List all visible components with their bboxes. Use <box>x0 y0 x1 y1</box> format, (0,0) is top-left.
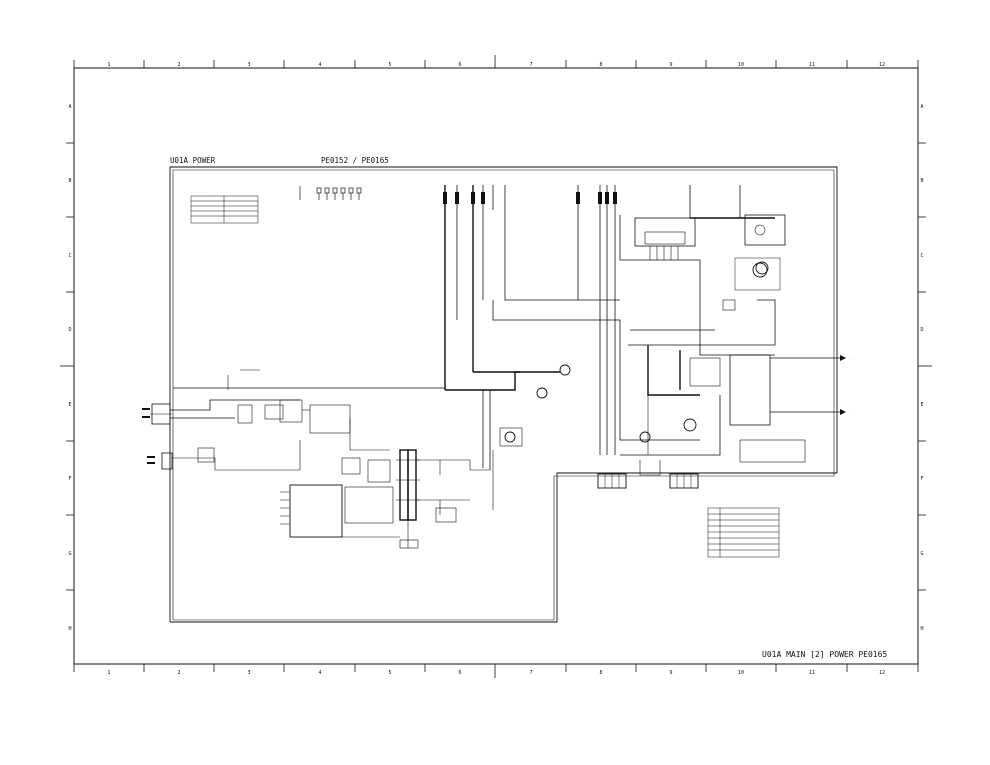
col-label-bottom-6: 6 <box>458 670 461 676</box>
column-ruler-bottom <box>73 664 919 678</box>
ac-input-terminals <box>142 408 155 464</box>
spec-table <box>190 195 259 224</box>
row-label-right-h: H <box>920 626 923 632</box>
row-label-left-g: G <box>68 551 71 557</box>
sheet-header-left: U01A POWER <box>170 156 216 165</box>
row-label-left-d: D <box>68 327 71 333</box>
row-label-right-e: E <box>920 402 923 408</box>
pwm-controller <box>280 484 400 538</box>
col-label-bottom-3: 3 <box>247 670 250 676</box>
row-label-left-f: F <box>68 476 71 482</box>
row-label-right-a: A <box>920 104 923 110</box>
sheet-footer-title: U01A MAIN [2] POWER PE0165 <box>762 650 887 659</box>
legend-table <box>707 507 780 558</box>
ic-regulator-block <box>634 214 786 291</box>
row-label-left-c: C <box>68 253 71 259</box>
column-ruler-top <box>73 55 919 68</box>
col-label-top-4: 4 <box>318 62 321 68</box>
row-label-left-e: E <box>68 402 71 408</box>
col-label-top-10: 10 <box>738 62 744 68</box>
col-label-bottom-4: 4 <box>318 670 321 676</box>
row-label-right-b: B <box>920 178 923 184</box>
col-label-bottom-12: 12 <box>879 670 885 676</box>
row-label-right-f: F <box>920 476 923 482</box>
col-label-top-1: 1 <box>107 62 110 68</box>
row-ruler-left <box>60 142 74 591</box>
row-label-left-a: A <box>68 104 71 110</box>
col-label-bottom-5: 5 <box>388 670 391 676</box>
col-label-top-5: 5 <box>388 62 391 68</box>
col-label-top-2: 2 <box>177 62 180 68</box>
top-feed-lines <box>444 185 741 390</box>
bottom-connectors <box>597 460 699 489</box>
pfc-section <box>302 404 391 483</box>
col-label-bottom-1: 1 <box>107 670 110 676</box>
row-label-left-h: H <box>68 626 71 632</box>
col-label-bottom-11: 11 <box>809 670 815 676</box>
secondary-rectifier <box>435 390 523 523</box>
row-ruler-right <box>918 142 932 591</box>
row-label-left-b: B <box>68 178 71 184</box>
col-label-top-6: 6 <box>458 62 461 68</box>
output-label-upper: · · · <box>848 356 853 360</box>
top-connector-group <box>299 186 362 200</box>
output-arrows <box>840 355 846 415</box>
schematic-frame <box>169 166 838 623</box>
col-label-top-12: 12 <box>879 62 885 68</box>
col-label-top-3: 3 <box>247 62 250 68</box>
col-label-bottom-2: 2 <box>177 670 180 676</box>
switching-block <box>504 261 840 463</box>
row-label-right-c: C <box>920 253 923 259</box>
spec-table-caption: · · · · · · · · · · <box>191 190 209 194</box>
output-label-lower: · · · <box>848 410 853 414</box>
col-label-bottom-9: 9 <box>669 670 672 676</box>
col-label-bottom-8: 8 <box>599 670 602 676</box>
col-label-top-11: 11 <box>809 62 815 68</box>
sheet-header-center: PE0152 / PE0165 <box>321 156 389 165</box>
col-label-bottom-7: 7 <box>529 670 532 676</box>
col-label-top-8: 8 <box>599 62 602 68</box>
power-bus <box>445 215 776 455</box>
col-label-top-9: 9 <box>669 62 672 68</box>
ac-input-section <box>150 369 445 471</box>
col-label-bottom-10: 10 <box>738 670 744 676</box>
col-label-top-7: 7 <box>529 62 532 68</box>
row-label-right-d: D <box>920 327 923 333</box>
top-feed-terminals <box>443 192 617 204</box>
row-label-right-g: G <box>920 551 923 557</box>
main-transformer <box>396 449 441 549</box>
